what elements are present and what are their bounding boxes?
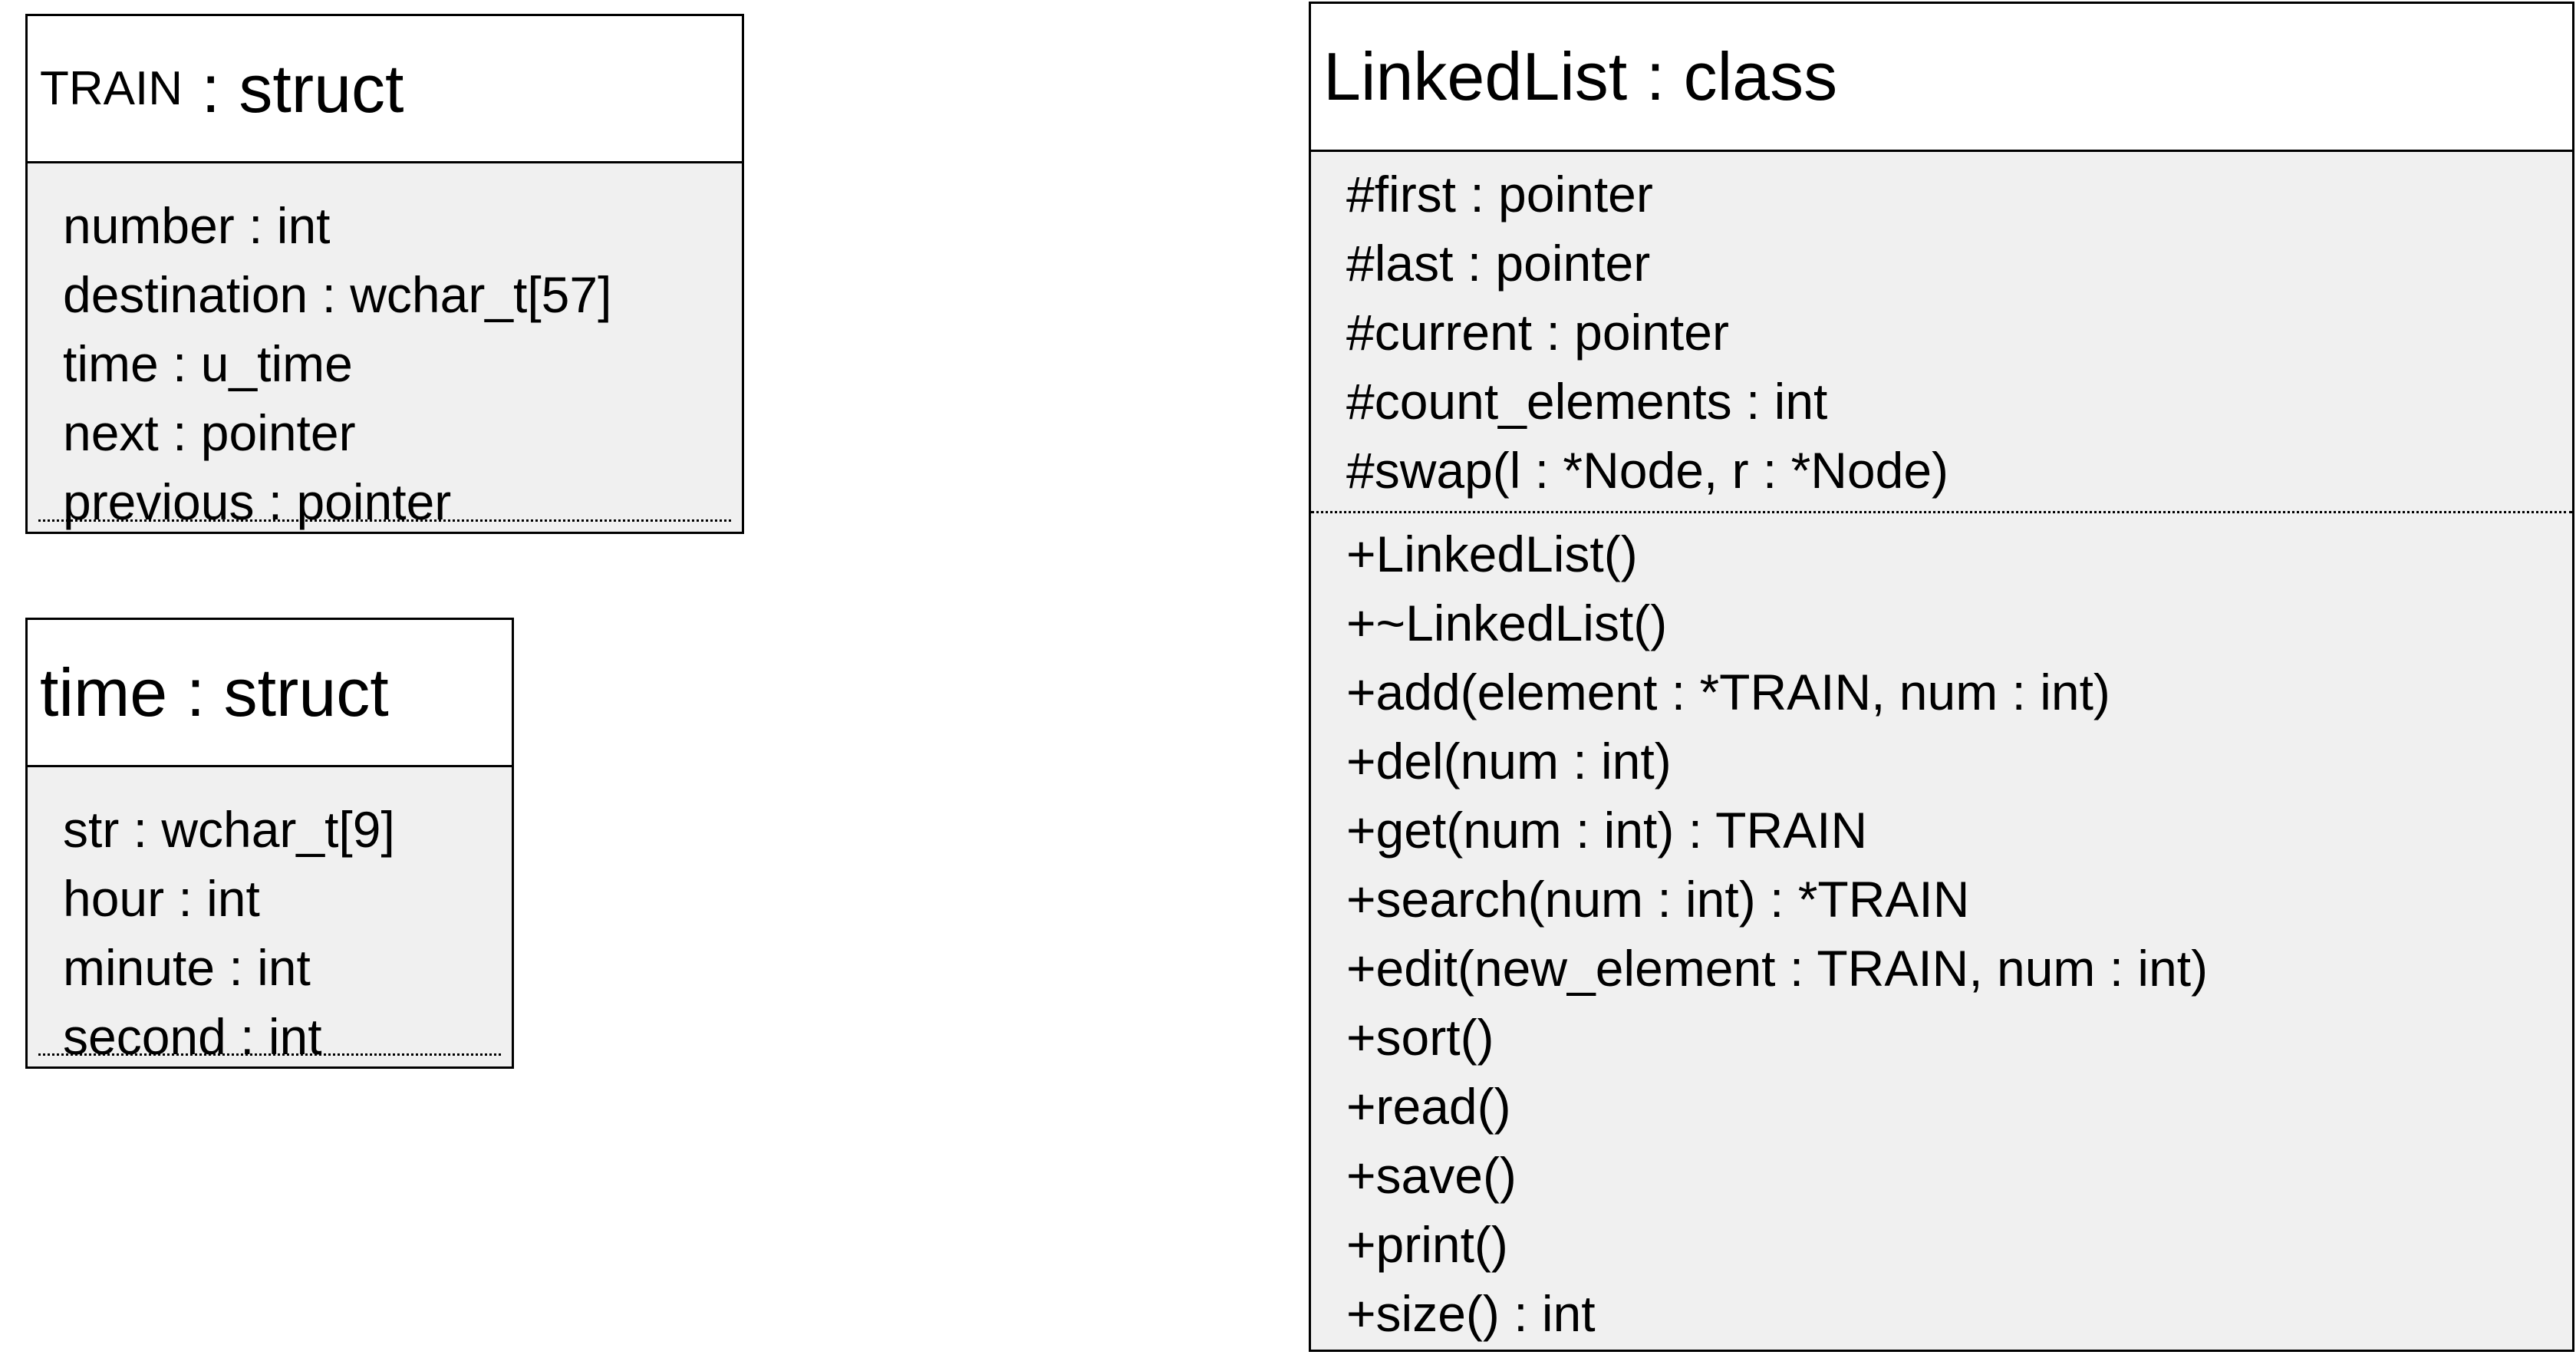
time-struct-divider <box>38 1053 501 1056</box>
linkedlist-op-search: +search(num : int) : *TRAIN <box>1346 871 1970 928</box>
time-struct-box: time : struct str : wchar_t[9] hour : in… <box>25 618 514 1069</box>
train-struct-name: TRAIN <box>40 62 183 115</box>
linkedlist-class-name: LinkedList <box>1323 38 1628 114</box>
linkedlist-operations: +LinkedList() +~LinkedList() +add(elemen… <box>1311 513 2572 1348</box>
linkedlist-class-kind: : class <box>1627 38 1838 114</box>
linkedlist-op-add: +add(element : *TRAIN, num : int) <box>1346 664 2110 720</box>
linkedlist-attr-current: #current : pointer <box>1346 304 1729 361</box>
linkedlist-op-constructor: +LinkedList() <box>1346 526 1638 582</box>
time-field-minute: minute : int <box>63 939 311 996</box>
linkedlist-op-print: +print() <box>1346 1216 1508 1273</box>
linkedlist-op-size: +size() : int <box>1346 1285 1596 1342</box>
train-field-number: number : int <box>63 197 331 254</box>
linkedlist-op-edit: +edit(new_element : TRAIN, num : int) <box>1346 940 2209 997</box>
time-struct-header: time : struct <box>28 620 512 767</box>
train-struct-fields: number : int destination : wchar_t[57] t… <box>28 163 742 536</box>
time-struct-fields: str : wchar_t[9] hour : int minute : int… <box>28 767 512 1071</box>
train-field-destination: destination : wchar_t[57] <box>63 266 612 323</box>
linkedlist-op-save: +save() <box>1346 1147 1517 1204</box>
linkedlist-op-del: +del(num : int) <box>1346 733 1672 789</box>
linkedlist-op-destructor: +~LinkedList() <box>1346 595 1668 651</box>
train-struct-kind: : struct <box>183 50 404 127</box>
time-field-hour: hour : int <box>63 870 260 927</box>
time-struct-name: time <box>40 654 168 730</box>
train-struct-divider <box>38 519 731 522</box>
train-field-next: next : pointer <box>63 404 356 461</box>
time-struct-kind: : struct <box>167 654 389 730</box>
linkedlist-attr-swap: #swap(l : *Node, r : *Node) <box>1346 442 1949 499</box>
linkedlist-op-get: +get(num : int) : TRAIN <box>1346 802 1868 859</box>
linkedlist-attr-last: #last : pointer <box>1346 235 1651 292</box>
train-field-previous: previous : pointer <box>63 473 452 530</box>
linkedlist-class-header: LinkedList : class <box>1311 4 2572 152</box>
linkedlist-op-sort: +sort() <box>1346 1009 1494 1066</box>
time-field-str: str : wchar_t[9] <box>63 801 395 858</box>
linkedlist-op-read: +read() <box>1346 1078 1511 1135</box>
linkedlist-class-box: LinkedList : class #first : pointer #las… <box>1309 2 2574 1352</box>
train-struct-header: TRAIN : struct <box>28 16 742 163</box>
time-field-second: second : int <box>63 1008 322 1065</box>
train-field-time: time : u_time <box>63 335 353 392</box>
linkedlist-attr-count-elements: #count_elements : int <box>1346 373 1828 430</box>
linkedlist-attr-first: #first : pointer <box>1346 166 1653 223</box>
linkedlist-attributes: #first : pointer #last : pointer #curren… <box>1311 152 2572 511</box>
linkedlist-section-divider <box>1311 511 2572 513</box>
train-struct-box: TRAIN : struct number : int destination … <box>25 14 744 534</box>
